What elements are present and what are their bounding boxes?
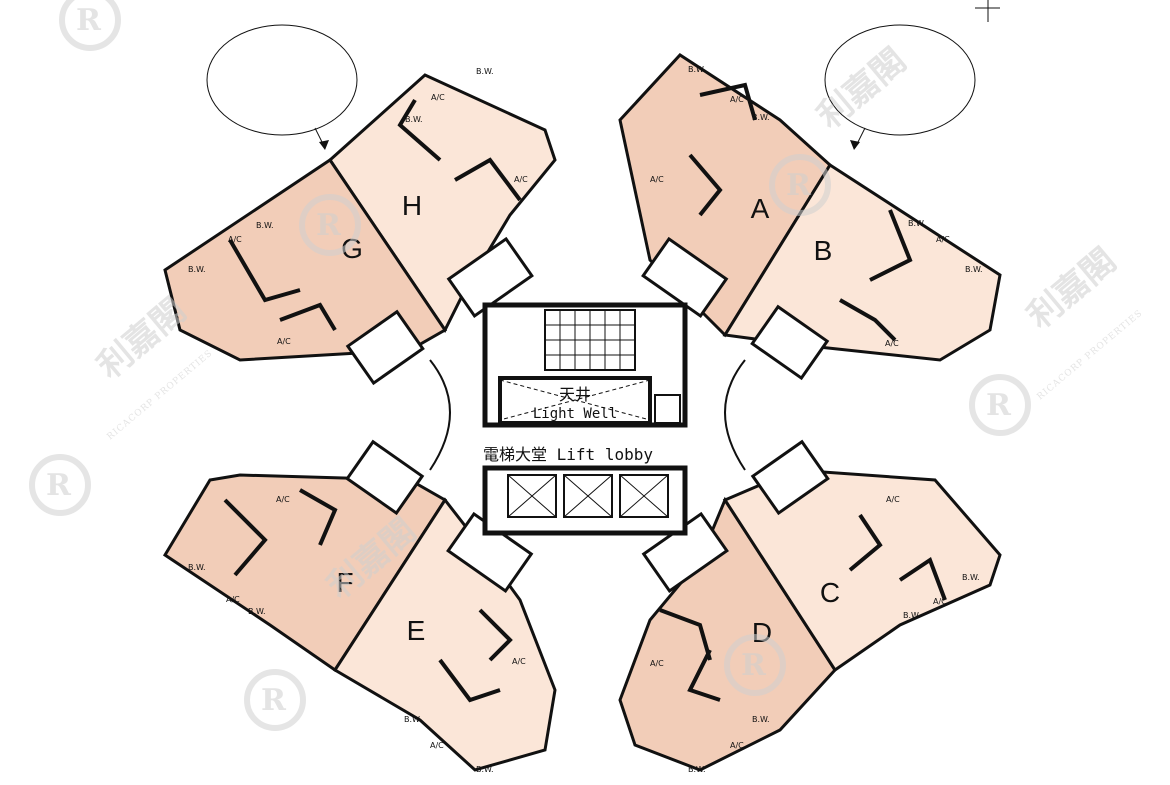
view-indicator-left bbox=[206, 24, 358, 150]
bay-window-tag: B.W. bbox=[188, 563, 206, 572]
unit-label-f: F bbox=[336, 567, 353, 598]
partition-walls bbox=[223, 82, 947, 703]
core-wc bbox=[654, 394, 681, 424]
lift-bank bbox=[482, 465, 688, 536]
lift-car bbox=[619, 474, 669, 518]
air-con-tag: A/C bbox=[226, 595, 240, 604]
bay-window-tag: B.W. bbox=[405, 115, 423, 124]
unit-label-e: E bbox=[407, 615, 426, 646]
kitchens bbox=[345, 236, 830, 594]
bay-window-tag: B.W. bbox=[962, 573, 980, 582]
core bbox=[482, 302, 688, 428]
air-con-tag: A/C bbox=[650, 659, 664, 668]
north-mark bbox=[975, 0, 1000, 22]
light-well-cn-label: 天井 bbox=[559, 385, 591, 404]
bay-window-tag: B.W. bbox=[188, 265, 206, 274]
air-con-tag: A/C bbox=[228, 235, 242, 244]
lift-car bbox=[563, 474, 613, 518]
light-well-en-label: Light Well bbox=[533, 406, 617, 422]
bay-window-tag: B.W. bbox=[752, 715, 770, 724]
watermark-text: 利嘉閣 bbox=[1020, 241, 1124, 337]
unit-label-c: C bbox=[820, 577, 840, 608]
air-con-tag: A/C bbox=[933, 597, 947, 606]
bay-window-tag: B.W. bbox=[908, 219, 926, 228]
entry-arc-left bbox=[429, 359, 451, 471]
bay-window-tag: B.W. bbox=[404, 715, 422, 724]
bay-window-tag: B.W. bbox=[476, 765, 494, 774]
bay-window-tag: B.W. bbox=[903, 611, 921, 620]
unit-label-h: H bbox=[402, 190, 422, 221]
bay-window-tag: B.W. bbox=[965, 265, 983, 274]
bay-window-tag: B.W. bbox=[752, 113, 770, 122]
bay-window-tag: B.W. bbox=[248, 607, 266, 616]
lift-lobby-label: 電梯大堂 Lift lobby bbox=[483, 445, 653, 464]
air-con-tag: A/C bbox=[730, 741, 744, 750]
air-con-tag: A/C bbox=[730, 95, 744, 104]
unit-label-g: G bbox=[341, 233, 363, 264]
air-con-tag: A/C bbox=[431, 93, 445, 102]
bay-window-tag: B.W. bbox=[476, 67, 494, 76]
unit-label-a: A bbox=[751, 193, 770, 224]
entry-arc-right bbox=[724, 359, 746, 471]
air-con-tag: A/C bbox=[514, 175, 528, 184]
lift-car bbox=[507, 474, 557, 518]
air-con-tag: A/C bbox=[430, 741, 444, 750]
unit-e-area bbox=[332, 497, 557, 772]
bay-window-tag: B.W. bbox=[688, 65, 706, 74]
air-con-tag: A/C bbox=[512, 657, 526, 666]
bay-window-tag: B.W. bbox=[256, 221, 274, 230]
unit-b-area bbox=[722, 162, 1002, 362]
room-tags: B.W. A/C B.W. A/C B.W. A/C B.W. A/C B.W.… bbox=[188, 65, 983, 774]
unit-label-b: B bbox=[814, 235, 833, 266]
air-con-tag: A/C bbox=[936, 235, 950, 244]
unit-f-area bbox=[162, 473, 448, 673]
air-con-tag: A/C bbox=[886, 495, 900, 504]
air-con-tag: A/C bbox=[885, 339, 899, 348]
bay-window-tag: B.W. bbox=[688, 765, 706, 774]
unit-h-area bbox=[328, 73, 557, 333]
air-con-tag: A/C bbox=[650, 175, 664, 184]
air-con-tag: A/C bbox=[277, 337, 291, 346]
air-con-tag: A/C bbox=[276, 495, 290, 504]
view-indicator-right bbox=[824, 24, 976, 150]
